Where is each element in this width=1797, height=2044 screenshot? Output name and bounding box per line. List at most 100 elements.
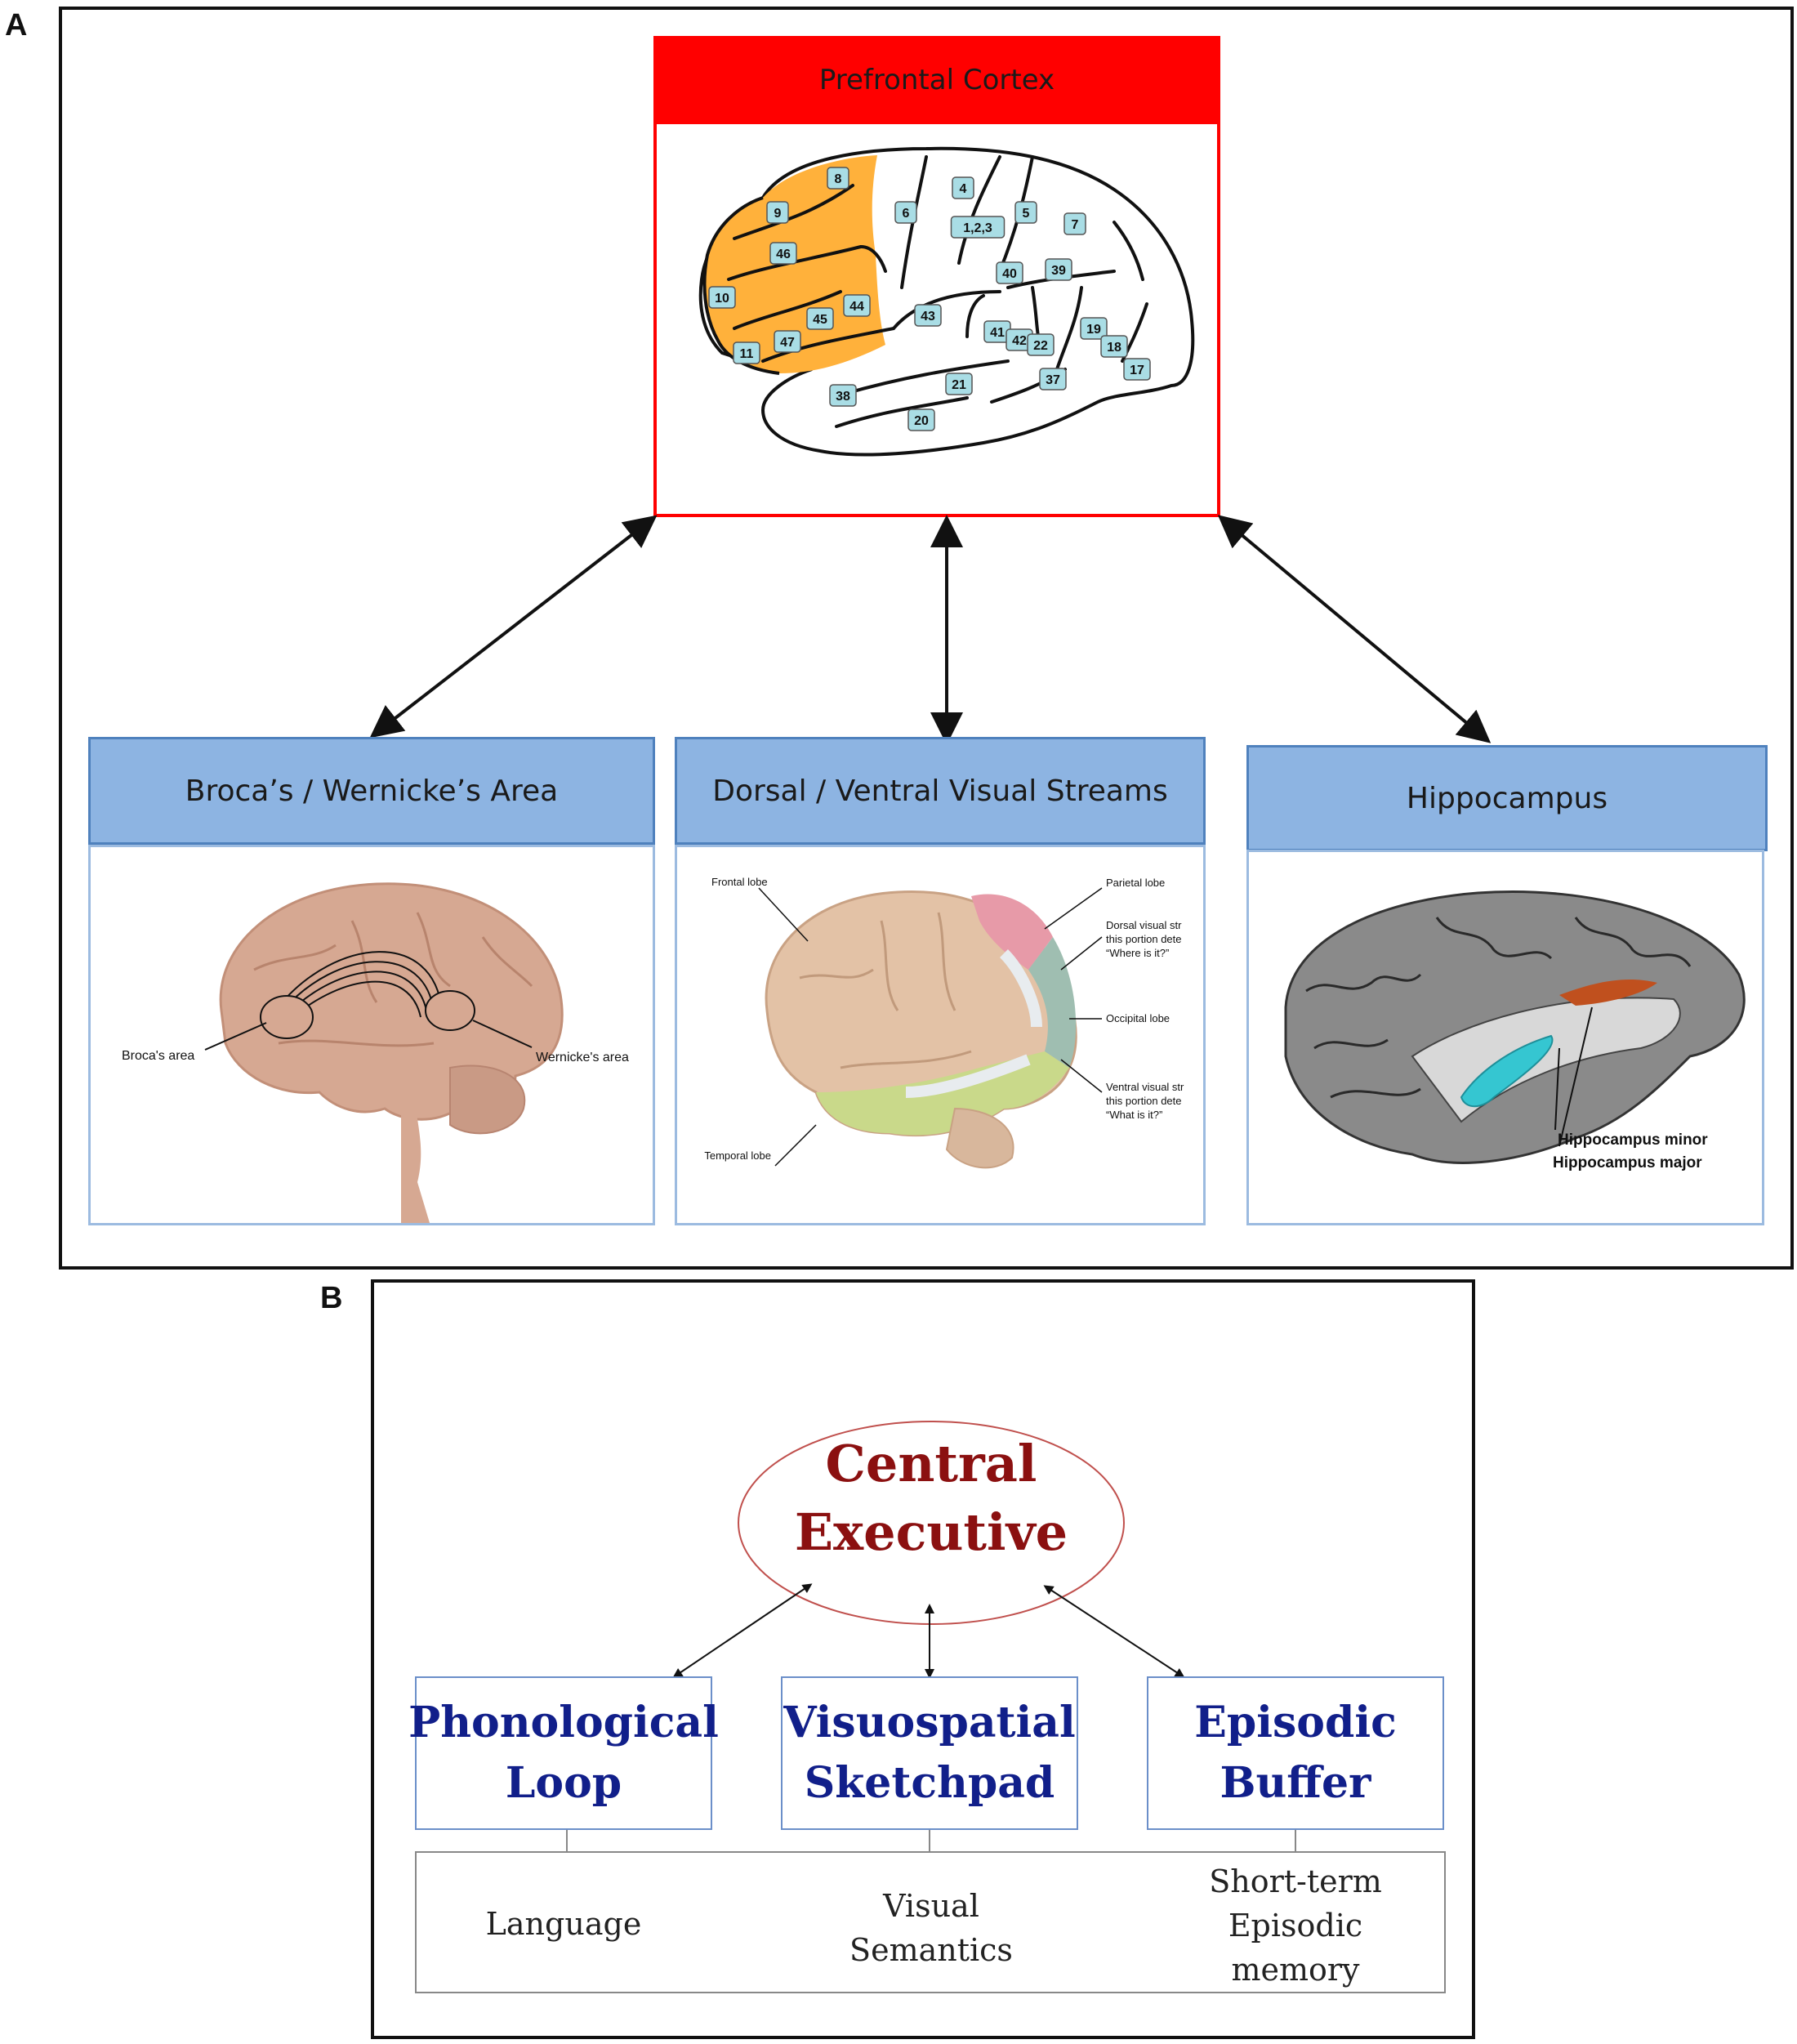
svg-text:47: 47 <box>780 336 795 350</box>
brodmann-area-37: 37 <box>1039 368 1067 391</box>
svg-text:20: 20 <box>914 414 929 428</box>
hippocampus-title: Hippocampus <box>1406 781 1608 815</box>
svg-text:21: 21 <box>952 378 966 392</box>
function-visual-semantics-line1: Visual <box>883 1888 979 1924</box>
function-language: Language <box>457 1902 670 1946</box>
brodmann-area-18: 18 <box>1100 335 1128 358</box>
svg-text:6: 6 <box>903 207 910 221</box>
function-episodic-memory-line3: memory <box>1231 1952 1360 1988</box>
function-visual-semantics: Visual Semantics <box>825 1884 1037 1972</box>
functions-strip <box>415 1851 1446 1993</box>
brodmann-area-43: 43 <box>914 304 942 327</box>
brodmann-area-5: 5 <box>1014 201 1037 224</box>
visual-streams-header: Dorsal / Ventral Visual Streams <box>675 737 1206 845</box>
brodmann-area-11: 11 <box>733 341 760 364</box>
label-hippocampus-minor: Hippocampus minor <box>1558 1131 1708 1149</box>
brodmann-area-8: 8 <box>827 167 849 190</box>
function-episodic-memory: Short-term Episodic memory <box>1181 1859 1410 1992</box>
label-dorsal-stream-1: Dorsal visual str <box>1106 919 1182 931</box>
svg-text:38: 38 <box>836 390 850 404</box>
arrow-pfc-broca <box>369 515 658 739</box>
brodmann-area-6: 6 <box>894 201 917 224</box>
brodmann-area-22: 22 <box>1027 333 1055 356</box>
svg-text:22: 22 <box>1033 339 1048 353</box>
brodmann-area-17: 17 <box>1123 358 1151 381</box>
label-hippocampus-major: Hippocampus major <box>1553 1154 1702 1172</box>
svg-text:10: 10 <box>715 292 729 306</box>
label-ventral-stream-3: “What is it?” <box>1106 1109 1162 1121</box>
label-dorsal-stream-2: this portion dete <box>1106 933 1182 945</box>
phonological-loop-box: Phonological Loop <box>408 1676 719 1830</box>
brodmann-area-41: 41 <box>983 320 1011 343</box>
panel-a-label: A <box>5 8 28 42</box>
function-episodic-memory-line2: Episodic <box>1228 1908 1363 1944</box>
svg-text:4: 4 <box>960 182 967 196</box>
svg-text:8: 8 <box>835 172 842 186</box>
svg-text:1,2,3: 1,2,3 <box>963 221 992 235</box>
panel-a-arrows <box>369 515 1492 745</box>
episodic-buffer-box: Episodic Buffer <box>1147 1676 1444 1830</box>
arrow-ce-phonological <box>672 1583 813 1678</box>
brodmann-area-10: 10 <box>708 286 736 309</box>
function-episodic-memory-line1: Short-term <box>1209 1863 1382 1899</box>
svg-text:41: 41 <box>990 326 1005 340</box>
central-executive-line1: Central <box>825 1434 1037 1493</box>
brodmann-area-40: 40 <box>996 261 1023 284</box>
brodmann-area-9: 9 <box>766 201 789 224</box>
brodmann-area-1-2-3: 1,2,3 <box>950 216 1006 239</box>
svg-text:46: 46 <box>776 248 791 261</box>
arrow-pfc-hippocampus <box>1217 515 1492 743</box>
brodmann-area-39: 39 <box>1045 258 1072 281</box>
visuospatial-sketchpad-box: Visuospatial Sketchpad <box>781 1676 1078 1830</box>
svg-text:44: 44 <box>849 300 864 314</box>
svg-text:9: 9 <box>774 207 782 221</box>
hippocampus-image: Hippocampus minor Hippocampus major <box>1246 850 1764 1225</box>
label-temporal-lobe: Temporal lobe <box>704 1149 771 1162</box>
svg-text:40: 40 <box>1002 267 1017 281</box>
svg-text:17: 17 <box>1130 364 1144 377</box>
function-visual-semantics-line2: Semantics <box>849 1932 1013 1968</box>
central-executive-line2: Executive <box>794 1502 1068 1562</box>
svg-text:42: 42 <box>1012 334 1027 348</box>
brodmann-area-47: 47 <box>774 330 801 353</box>
label-occipital-lobe: Occipital lobe <box>1106 1012 1170 1024</box>
label-brocas-area: Broca's area <box>122 1049 194 1063</box>
brodmann-area-44: 44 <box>843 294 871 317</box>
brodmann-area-21: 21 <box>945 373 973 395</box>
brodmann-area-4: 4 <box>952 176 974 199</box>
svg-text:19: 19 <box>1086 323 1101 337</box>
svg-text:7: 7 <box>1072 218 1079 232</box>
visual-streams-image: Frontal lobe Parietal lobe Dorsal visual… <box>675 845 1206 1225</box>
phonological-loop-line2: Loop <box>505 1758 622 1808</box>
brodmann-area-38: 38 <box>829 384 857 407</box>
label-ventral-stream-1: Ventral visual str <box>1106 1081 1184 1093</box>
svg-text:18: 18 <box>1107 341 1121 355</box>
broca-wernicke-header: Broca’s / Wernicke’s Area <box>88 737 655 845</box>
svg-text:37: 37 <box>1046 373 1060 387</box>
svg-text:11: 11 <box>740 347 754 361</box>
brodmann-brain-diagram: 8 4 9 6 5 1,2,3 7 46 10 44 40 39 45 43 47 11 41 42 22 19 18 1… <box>698 146 1195 457</box>
central-executive-label: Central Executive <box>735 1430 1127 1567</box>
label-frontal-lobe: Frontal lobe <box>711 876 768 888</box>
panel-b-label: B <box>320 1281 343 1315</box>
visuospatial-sketchpad-line2: Sketchpad <box>804 1758 1055 1808</box>
brodmann-area-42: 42 <box>1006 328 1033 351</box>
prefrontal-cortex-header: Prefrontal Cortex <box>653 36 1220 124</box>
broca-wernicke-image: Broca's area Wernicke's area <box>88 845 655 1225</box>
broca-wernicke-title: Broca’s / Wernicke’s Area <box>185 774 559 808</box>
prefrontal-cortex-title: Prefrontal Cortex <box>818 64 1055 96</box>
brodmann-area-45: 45 <box>806 307 834 330</box>
label-dorsal-stream-3: “Where is it?” <box>1106 947 1169 959</box>
label-wernickes-area: Wernicke's area <box>536 1051 629 1064</box>
arrow-ce-episodic <box>1043 1585 1185 1678</box>
svg-text:43: 43 <box>921 310 935 324</box>
brodmann-area-20: 20 <box>907 408 935 431</box>
visuospatial-sketchpad-line1: Visuospatial <box>783 1698 1076 1747</box>
svg-text:5: 5 <box>1023 207 1030 221</box>
label-parietal-lobe: Parietal lobe <box>1106 877 1165 889</box>
function-language-line1: Language <box>485 1906 642 1942</box>
prefrontal-cortex-box: 8 4 9 6 5 1,2,3 7 46 10 44 40 39 45 43 47 11 41 42 22 19 18 1… <box>653 121 1220 517</box>
brodmann-area-19: 19 <box>1080 317 1108 340</box>
brodmann-area-7: 7 <box>1063 212 1086 235</box>
brodmann-area-46: 46 <box>769 242 797 265</box>
